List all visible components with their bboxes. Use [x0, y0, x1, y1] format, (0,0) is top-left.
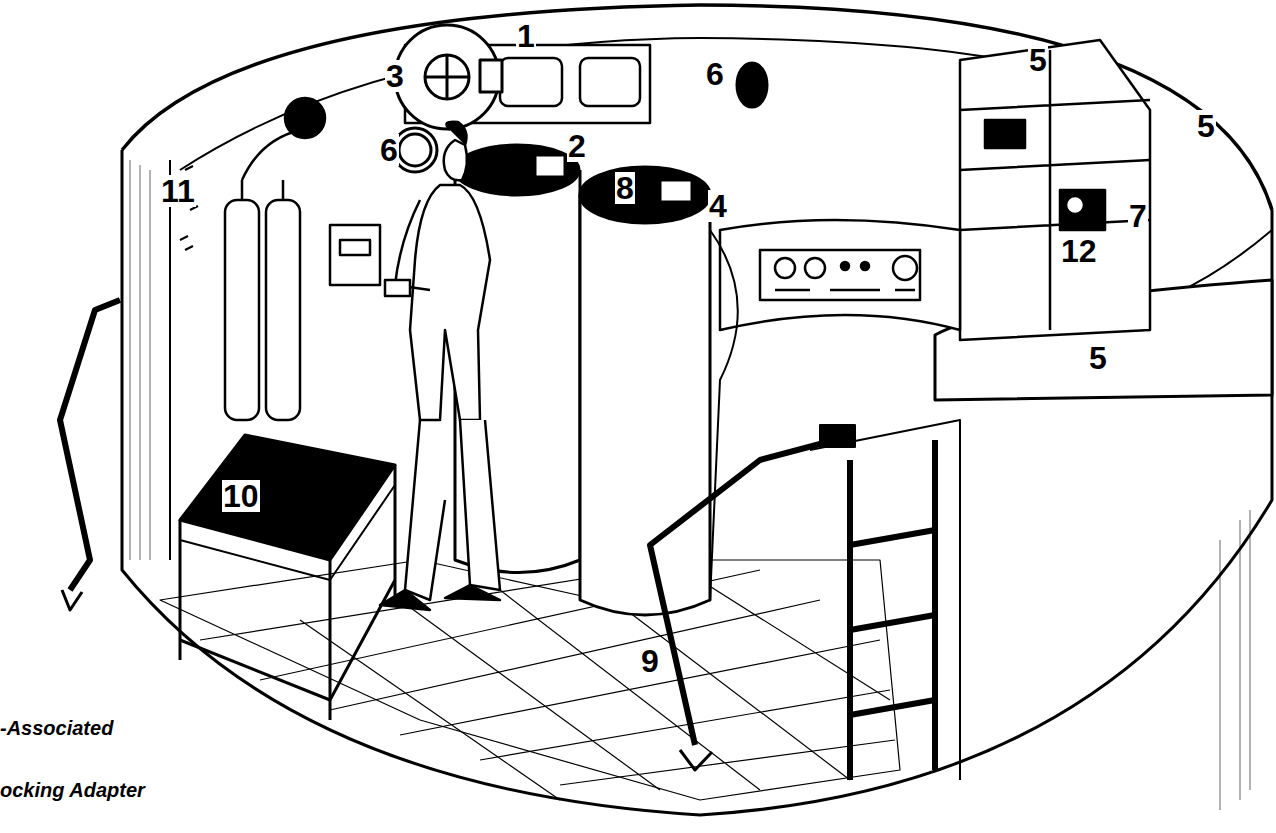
storage-shelves-part	[960, 40, 1150, 340]
storage-shelves-part	[1066, 196, 1084, 214]
callout-number: 3	[385, 60, 405, 92]
gas-tanks-part	[225, 200, 259, 420]
manipulator-arm-part	[650, 440, 835, 745]
control-console-part	[805, 258, 825, 278]
crew-member-part	[395, 200, 430, 290]
ladder-part	[850, 440, 935, 780]
control-console-part	[760, 250, 920, 300]
gas-tanks-part	[340, 240, 370, 255]
work-table-part	[180, 580, 395, 700]
equipment-column-part	[455, 145, 579, 195]
crew-member-part	[444, 140, 467, 180]
hatch-part	[480, 60, 502, 92]
window-part	[399, 134, 431, 166]
window-part	[393, 128, 437, 172]
gas-tanks-part	[285, 98, 325, 138]
callout-number: 10	[222, 480, 260, 512]
manipulator-arm-part	[680, 750, 712, 770]
work-table	[180, 435, 395, 720]
crew-member-part	[410, 185, 490, 420]
crew-member-part	[405, 420, 500, 600]
manipulator-arm-part	[62, 590, 82, 610]
window-part	[737, 63, 767, 107]
control-console-part	[775, 258, 795, 278]
storage-shelves-part	[985, 120, 1025, 148]
hatch-part	[425, 55, 469, 99]
equipment-column-part	[580, 195, 710, 615]
legend-fragment: -Associated	[0, 718, 113, 738]
callout-number: 9	[640, 645, 660, 677]
crew-member-part	[385, 280, 410, 296]
floor-tiles	[160, 560, 900, 800]
hatch-part	[425, 55, 469, 99]
callout-number: 8	[615, 172, 635, 204]
control-console-part	[893, 256, 917, 280]
callout-number: 12	[1060, 235, 1098, 267]
gas-tanks-part	[242, 130, 300, 200]
ladder-part	[810, 420, 960, 780]
floor-tiles-part	[160, 560, 900, 800]
ladder	[810, 420, 960, 780]
callout-number: 2	[567, 130, 587, 162]
work-table-part	[180, 435, 395, 560]
legend-fragment: ocking Adapter	[0, 780, 145, 800]
storage-cabinets-part	[500, 58, 562, 106]
control-console-part	[775, 289, 915, 292]
callout-number: 7	[1128, 200, 1148, 232]
gas-tanks-part	[266, 200, 300, 420]
storage-cabinets-part	[580, 58, 640, 106]
control-console-part	[861, 262, 869, 270]
outer-wall	[122, 5, 1272, 815]
equipment-column-part	[535, 155, 565, 177]
manipulator-arm	[60, 300, 855, 770]
crew-member-part	[446, 122, 466, 145]
outer-wall-part	[1220, 510, 1250, 810]
control-console	[720, 220, 960, 330]
callout-number: 5	[1028, 44, 1048, 76]
equipment-column-part	[710, 230, 738, 600]
callout-number: 11	[160, 175, 196, 207]
equipment-column-part	[580, 167, 710, 223]
callout-number: 5	[1196, 110, 1216, 142]
callout-number: 6	[705, 58, 725, 90]
callout-number: 1	[516, 20, 536, 52]
gas-tanks-part	[330, 225, 380, 285]
crew-member-part	[380, 585, 500, 610]
floor-tiles-part	[200, 560, 895, 800]
manipulator-arm-part	[60, 300, 120, 590]
storage-shelves-part	[960, 50, 1150, 330]
crew-member	[380, 122, 500, 610]
ladder-part	[850, 530, 935, 715]
work-table-part	[180, 485, 395, 580]
outer-wall-part	[130, 160, 150, 560]
callout-number: 6	[379, 134, 399, 166]
callout-number: 4	[708, 190, 728, 222]
equipment-column-part	[660, 180, 692, 202]
equipment-column	[455, 145, 738, 615]
gas-tanks	[225, 98, 380, 420]
callout-number: 5	[1088, 342, 1108, 374]
control-console-part	[720, 220, 960, 330]
work-table-part	[180, 435, 395, 720]
hatch	[395, 25, 502, 129]
storage-shelves-part	[1060, 190, 1105, 230]
control-console-part	[841, 262, 849, 270]
storage-shelves	[960, 40, 1150, 340]
